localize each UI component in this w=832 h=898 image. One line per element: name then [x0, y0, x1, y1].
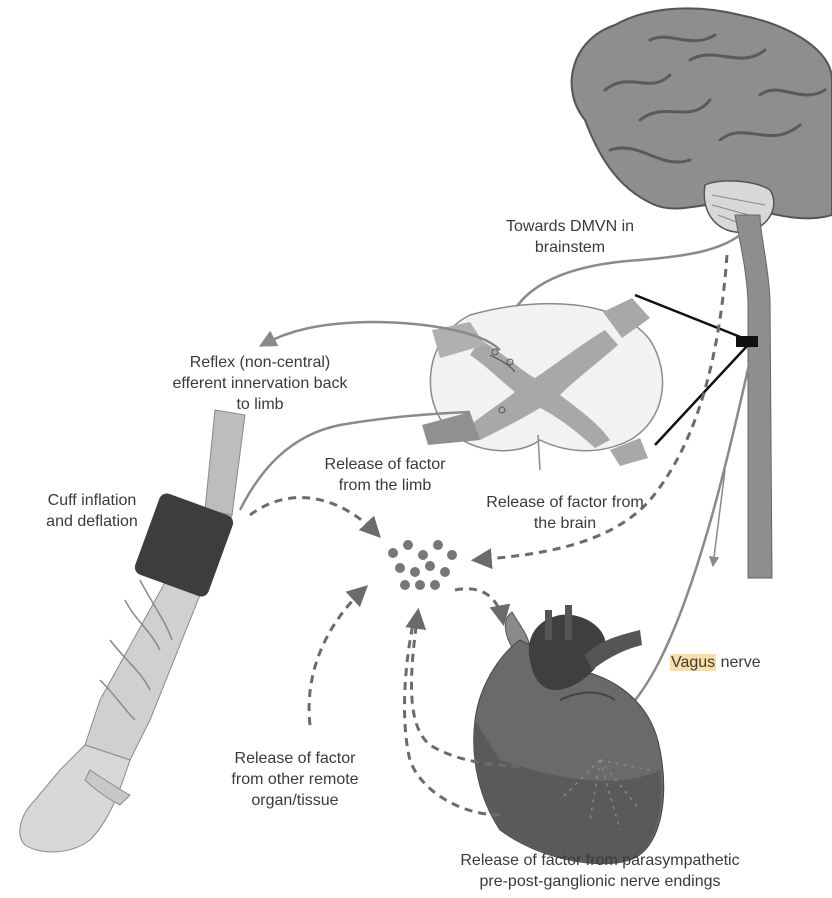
arrow-factor-from-limb — [250, 498, 378, 535]
vagus-descending-arrow — [713, 470, 725, 565]
arrow-factor-from-remote-organ — [309, 588, 365, 725]
vagus-junction — [736, 336, 758, 347]
arrow-factor-to-heart — [455, 589, 503, 622]
label-reflex-efferent: Reflex (non-central)efferent innervation… — [150, 352, 370, 415]
vagus-highlight: Vagus — [670, 654, 716, 671]
label-vagus-nerve: Vagus nerve — [670, 652, 800, 673]
factor-circles — [388, 540, 457, 590]
heart-illustration — [474, 605, 664, 864]
brain-illustration — [572, 8, 832, 232]
spinal-cord-cross-section — [422, 298, 663, 470]
